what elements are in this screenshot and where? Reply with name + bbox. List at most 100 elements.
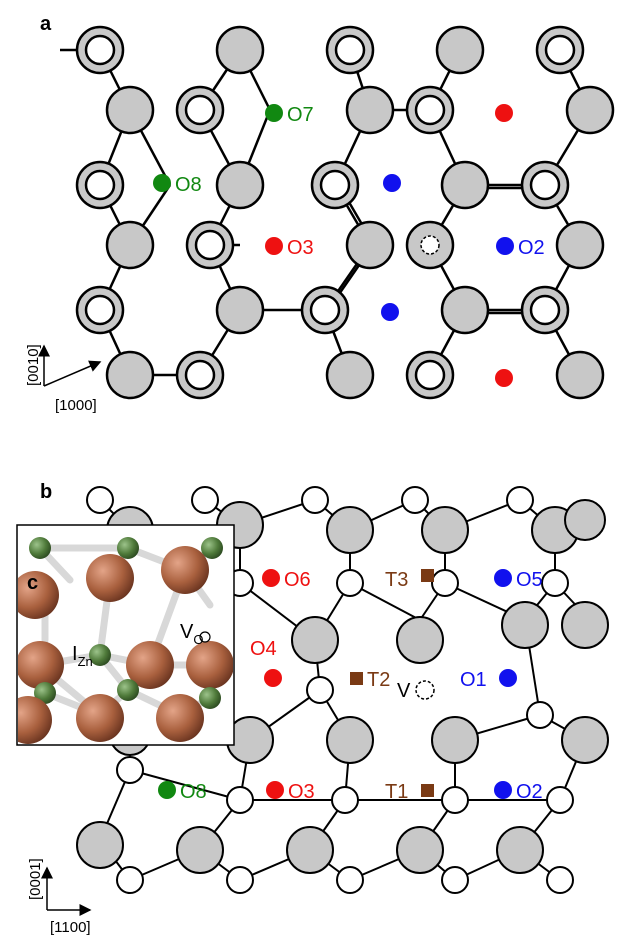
panel-b: b O6 O5 T3 O4 T2 O1 V O8 O3 T1 O2 [0001]…	[27, 481, 609, 936]
site-o8-label: O8	[180, 781, 207, 803]
gray-atom	[440, 285, 490, 335]
panel-a-atoms	[75, 25, 615, 400]
o-atom	[89, 644, 111, 666]
white-atom	[506, 486, 534, 514]
gray-atom	[105, 350, 155, 400]
site-o7-label: O7	[287, 104, 314, 126]
white-atom	[191, 486, 219, 514]
ring-atom	[405, 350, 455, 400]
site-o2-label: O2	[518, 237, 545, 259]
zn-atom	[126, 641, 174, 689]
panel-b-axes: [0001] [1100]	[27, 858, 92, 936]
gray-atom	[555, 350, 605, 400]
ring-atom	[310, 160, 360, 210]
gray-atom	[345, 85, 395, 135]
gray-atom	[396, 826, 444, 874]
vacancy-o-main: V	[180, 621, 194, 643]
gray-atom	[565, 85, 615, 135]
zn-atom	[18, 571, 59, 619]
site-o3-label: O3	[287, 237, 314, 259]
vacancy-site-atom	[405, 220, 455, 270]
gray-atom	[215, 285, 265, 335]
ring-atom	[75, 160, 125, 210]
white-atom	[226, 786, 254, 814]
gray-atom	[561, 601, 609, 649]
o-atom	[29, 537, 51, 559]
white-atom	[336, 866, 364, 894]
gray-atom	[105, 220, 155, 270]
site-red-dot	[495, 369, 513, 387]
site-o2-dot	[496, 237, 514, 255]
site-o5-dot	[494, 569, 512, 587]
panel-a-site-markers	[153, 104, 514, 387]
white-atom	[546, 786, 574, 814]
inset-label: c	[27, 572, 38, 594]
zn-atom	[18, 696, 52, 744]
ring-atom	[325, 25, 375, 75]
vacancy-circle	[415, 680, 435, 700]
gray-atom	[421, 506, 469, 554]
site-t1-square	[421, 784, 434, 797]
vacancy-o-marker	[199, 631, 211, 643]
white-atom	[306, 676, 334, 704]
site-o2-label: O2	[516, 781, 543, 803]
panel-a-axes: [0010] [1000]	[25, 344, 102, 414]
ring-atom	[300, 285, 350, 335]
panel-b-label: b	[40, 481, 52, 503]
gray-atom	[76, 821, 124, 869]
ring-atom	[535, 25, 585, 75]
white-atom	[86, 486, 114, 514]
panel-a-label: a	[40, 13, 52, 35]
site-o1-dot	[499, 669, 517, 687]
site-o2-dot	[494, 781, 512, 799]
gray-atom	[396, 616, 444, 664]
ring-atom	[405, 85, 455, 135]
interstitial-subscript: Zn	[78, 654, 93, 669]
gray-atom	[326, 506, 374, 554]
site-o3-label: O3	[288, 781, 315, 803]
gray-atom	[286, 826, 334, 874]
site-o6-dot	[262, 569, 280, 587]
inset-atoms	[18, 537, 233, 744]
site-red-dot	[495, 104, 513, 122]
panel-b-site-markers	[158, 569, 517, 799]
ring-atom	[520, 285, 570, 335]
ring-atom	[75, 285, 125, 335]
white-atom	[116, 866, 144, 894]
gray-atom	[564, 499, 606, 541]
vacancy-o-label: VO	[180, 621, 203, 647]
site-o8-label: O8	[175, 174, 202, 196]
vacancy-o-subscript: O	[193, 632, 203, 647]
axis-label-vertical: [0010]	[25, 344, 42, 386]
gray-atom	[176, 826, 224, 874]
axis-label-diagonal: [1000]	[55, 397, 97, 414]
site-o3-dot	[265, 237, 283, 255]
o-atom	[199, 687, 221, 709]
white-atom	[401, 486, 429, 514]
gray-atom	[325, 350, 375, 400]
white-atom	[441, 866, 469, 894]
gray-atom	[440, 160, 490, 210]
gray-atom	[555, 220, 605, 270]
axis-label-vertical: [0001]	[27, 858, 44, 900]
gray-atom	[501, 601, 549, 649]
zn-atom	[86, 554, 134, 602]
site-o1-label: O1	[460, 669, 487, 691]
white-atom	[301, 486, 329, 514]
o-atom	[201, 537, 223, 559]
zn-atom	[76, 694, 124, 742]
gray-atom	[105, 85, 155, 135]
white-atom	[226, 866, 254, 894]
white-atom	[336, 569, 364, 597]
site-t1-label: T1	[385, 781, 408, 803]
site-blue-dot	[383, 174, 401, 192]
site-o4-dot	[264, 669, 282, 687]
gray-atom	[431, 716, 479, 764]
ring-atom	[175, 350, 225, 400]
panel-b-atoms	[76, 486, 609, 894]
zn-atom	[186, 641, 233, 689]
white-atom	[441, 786, 469, 814]
o-atom	[117, 537, 139, 559]
site-o8-dot	[153, 174, 171, 192]
site-o7-dot	[265, 104, 283, 122]
